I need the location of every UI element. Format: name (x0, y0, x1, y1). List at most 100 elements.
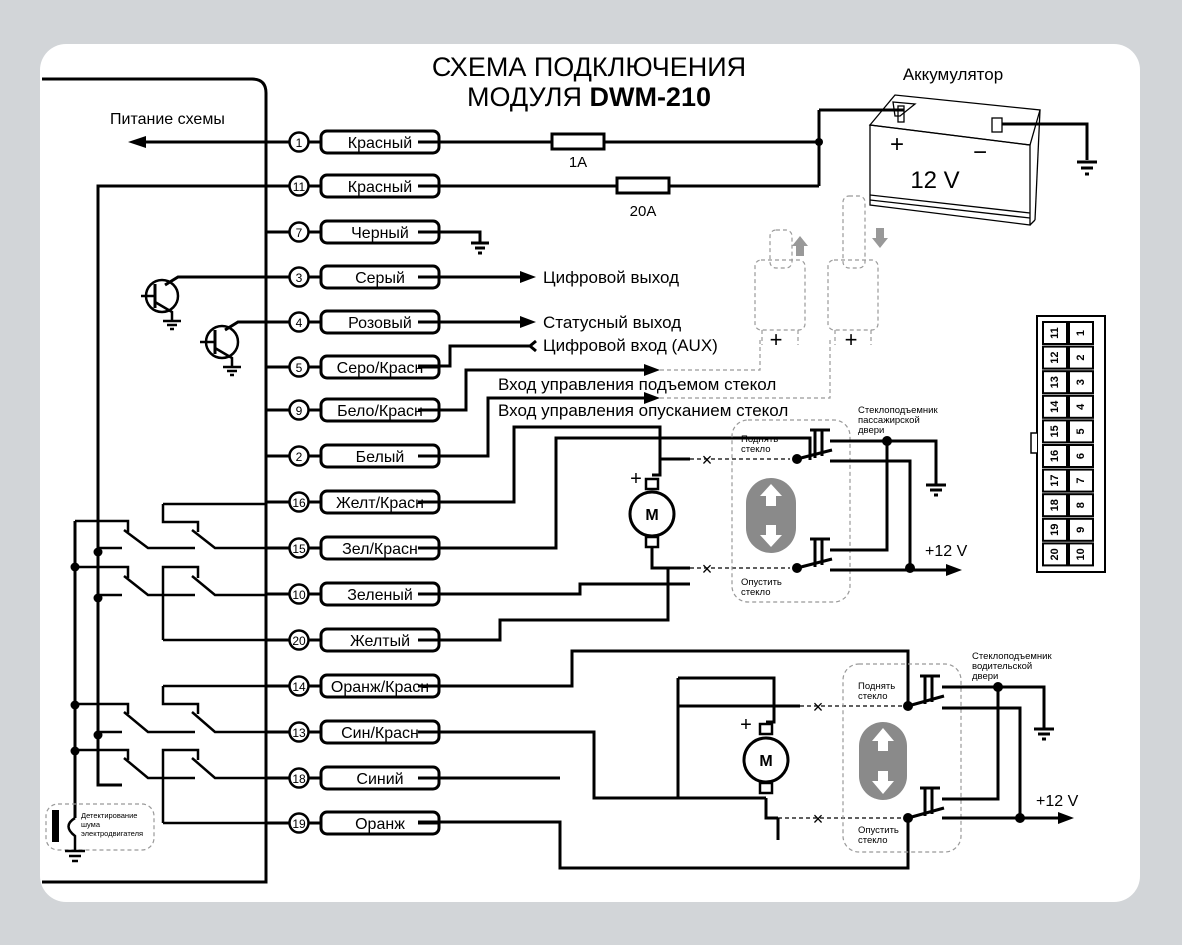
pin-number: 3 (296, 271, 303, 285)
battery-minus: − (973, 139, 987, 166)
connector-pin: 5 (1068, 419, 1094, 444)
arrow-right-icon (520, 271, 536, 283)
svg-text:18: 18 (1049, 499, 1061, 511)
module-outline (42, 77, 268, 884)
pin-number: 4 (296, 316, 303, 330)
arrow-right-icon (520, 316, 536, 328)
passenger-down-label: Опустить стекло (741, 577, 785, 598)
noise-sensor-icon (52, 808, 85, 863)
passenger-up-label: Поднять стекло (741, 434, 781, 455)
wire-row: 11 Красный (266, 173, 441, 199)
pin-number: 1 (296, 136, 303, 150)
ground-icon (471, 241, 489, 255)
wire-color: Оранж/Красн (331, 679, 429, 696)
connector-pin: 12 (1042, 345, 1068, 370)
wire-color: Черный (351, 225, 409, 242)
pin-number: 10 (292, 588, 306, 602)
relay-contacts (75, 502, 266, 825)
connector-pin: 13 (1042, 370, 1068, 395)
passenger-window-lift: × × (418, 419, 962, 642)
connector-pin: 16 (1042, 444, 1068, 468)
signal-down-input: Вход управления опусканием стекол (498, 401, 788, 420)
wire-color: Красный (348, 179, 412, 196)
wire-row: 19 Оранж (266, 810, 441, 836)
motor-icon (742, 722, 790, 795)
svg-text:8: 8 (1075, 502, 1087, 508)
connector-pin: 11 (1042, 321, 1068, 345)
connector-pin: 2 (1068, 345, 1094, 370)
signal-digital-out: Цифровой выход (543, 268, 679, 287)
wire-row: 1 Красный (266, 129, 441, 155)
wire-color: Оранж (355, 816, 405, 833)
connector-pin: 17 (1042, 468, 1068, 493)
connector-pin: 9 (1068, 517, 1094, 542)
wire-row: 7 Черный (266, 219, 441, 245)
passenger-title: Стеклоподъемник пассажирской двери (858, 405, 940, 436)
noise-sensor-frame (45, 803, 155, 851)
pin-number: 15 (292, 542, 306, 556)
svg-text:14: 14 (1049, 400, 1061, 413)
wire-color: Желт/Красн (336, 495, 424, 512)
ground-icon (926, 483, 946, 497)
passenger-supply-label: +12 V (925, 543, 968, 560)
wire-color: Син/Красн (341, 725, 419, 742)
signal-digital-in: Цифровой вход (AUX) (543, 336, 718, 355)
wire-color: Зел/Красн (342, 541, 418, 558)
connector-pin: 18 (1042, 493, 1068, 518)
svg-text:5: 5 (1075, 428, 1087, 434)
connector-pin: 20 (1042, 542, 1068, 567)
svg-text:2: 2 (1075, 355, 1087, 361)
transistor-icon (200, 320, 266, 377)
wire-color: Серо/Красн (337, 360, 424, 377)
ground-icon (1077, 160, 1097, 176)
title-model: DWM-210 (589, 82, 711, 112)
battery-plus: + (890, 131, 904, 158)
door-switch-down-icon (827, 195, 888, 345)
connector-pin: 6 (1068, 444, 1094, 468)
pin-number: 5 (296, 361, 303, 375)
connector-pin: 15 (1042, 419, 1068, 444)
svg-text:12: 12 (1049, 351, 1061, 363)
pin-number: 11 (293, 180, 306, 194)
pin-number: 7 (296, 226, 303, 240)
power-label: Питание схемы (110, 111, 225, 128)
pin-number: 18 (292, 772, 306, 786)
connector-pin: 1 (1068, 321, 1094, 345)
connector-pin: 4 (1068, 394, 1094, 419)
motor-label: M (759, 753, 772, 770)
fuse-20a-label: 20A (630, 203, 657, 220)
wire-color: Красный (348, 135, 412, 152)
svg-text:17: 17 (1049, 474, 1061, 486)
battery-icon (868, 94, 1041, 226)
arrow-left-icon (527, 339, 537, 353)
motor-plus: + (630, 468, 642, 490)
svg-text:19: 19 (1049, 524, 1061, 536)
wire-color: Серый (355, 270, 405, 287)
pin-number: 9 (296, 404, 303, 418)
noise-sensor-label: Детектирование шума электродвигателя (81, 811, 143, 838)
wire-color: Зеленый (347, 587, 413, 604)
svg-text:×: × (702, 450, 713, 470)
driver-up-label: Поднять стекло (858, 681, 898, 702)
fuse-20a (615, 176, 671, 195)
arrow-right-icon (644, 392, 660, 404)
arrow-right-icon (644, 364, 660, 376)
door-switch-plus: + (845, 327, 858, 352)
pin-number: 19 (292, 817, 306, 831)
door-switch-plus: + (770, 327, 783, 352)
pin-number: 2 (296, 450, 303, 464)
connector-pin: 10 (1068, 542, 1094, 567)
connector-pin: 7 (1068, 468, 1094, 493)
wire-row: 5 Серо/Красн (266, 354, 441, 380)
svg-text:20: 20 (1049, 548, 1061, 560)
svg-text:7: 7 (1075, 478, 1087, 484)
battery-voltage: 12 V (910, 167, 959, 194)
